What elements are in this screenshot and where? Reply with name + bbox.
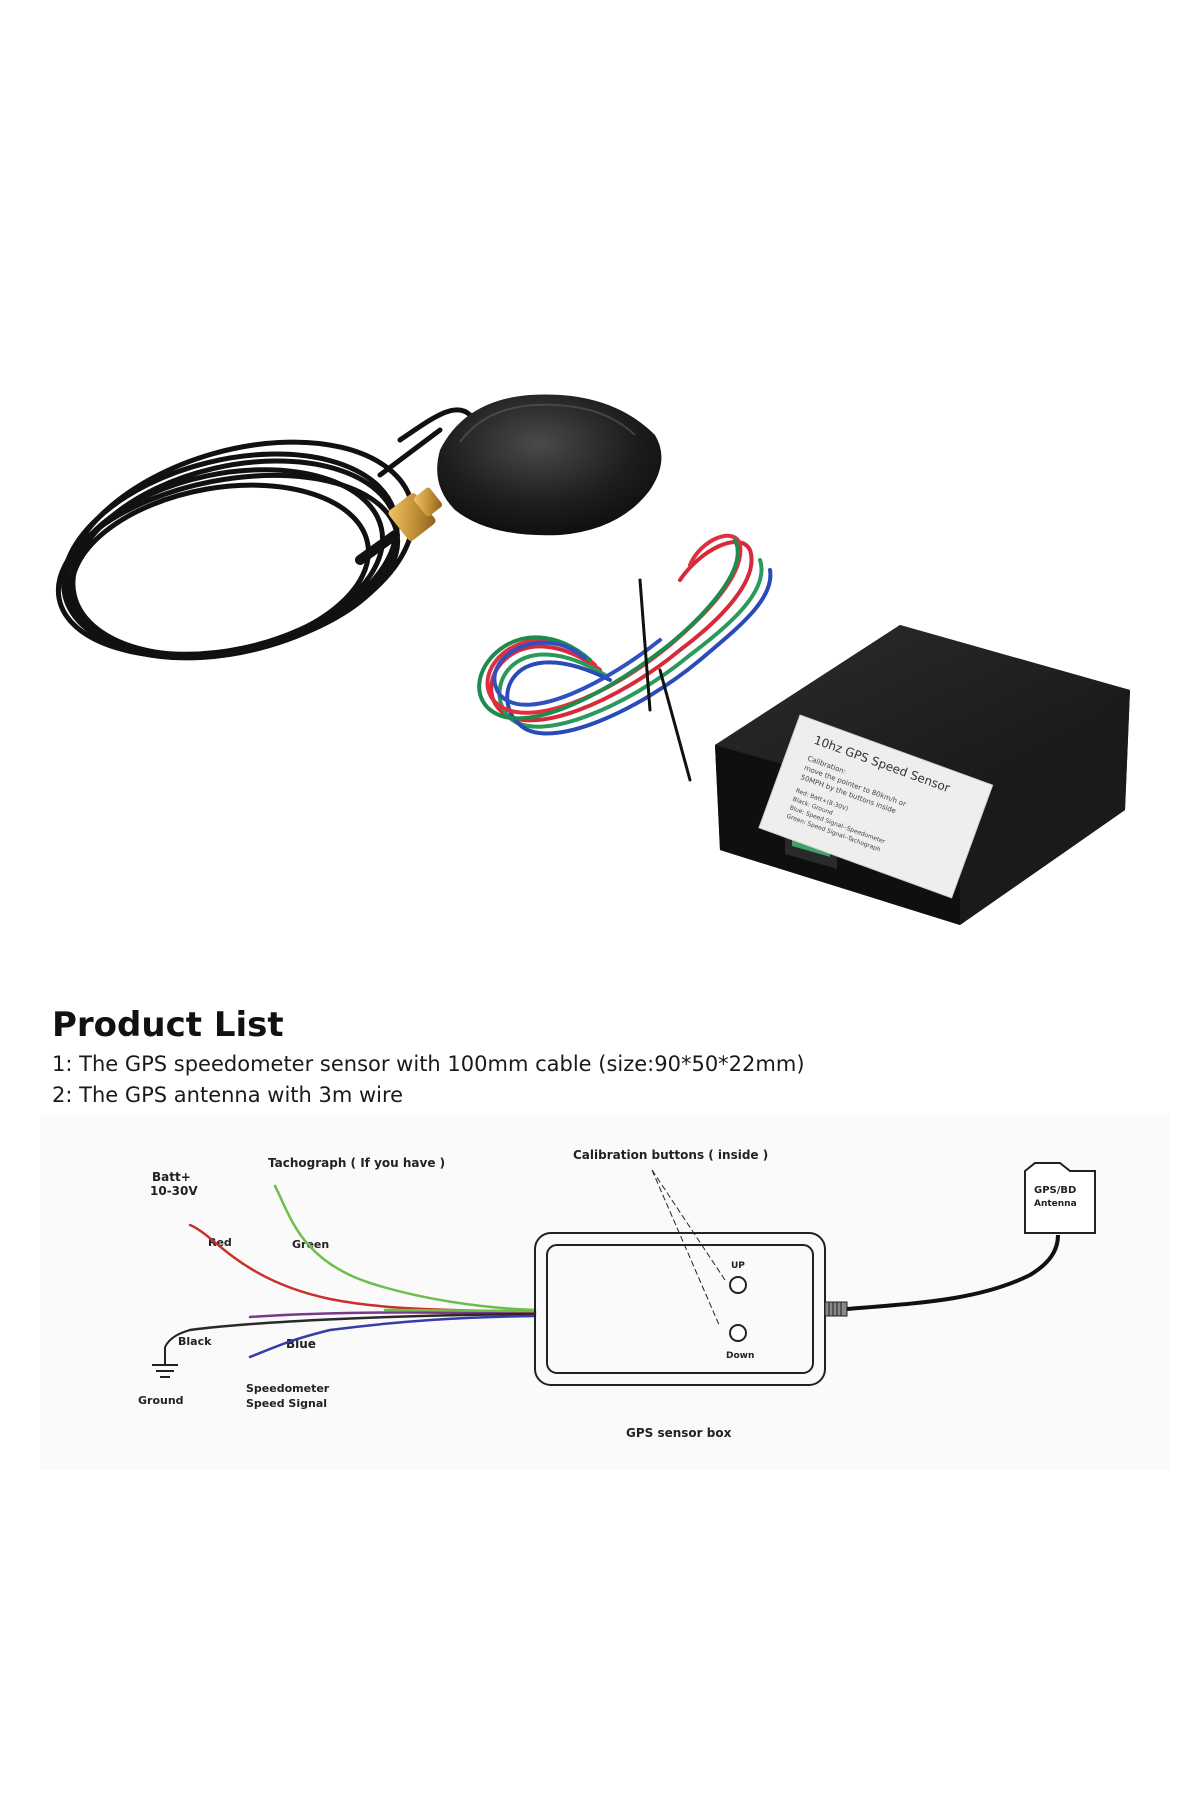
sensor-box-caption: GPS sensor box — [626, 1426, 732, 1440]
product-photo: 10hz GPS Speed Sensor Calibration: move … — [55, 394, 1130, 925]
product-list-item: 1: The GPS speedometer sensor with 100mm… — [52, 1052, 805, 1076]
red-wire-label: Red — [208, 1236, 232, 1249]
calibration-label: Calibration buttons ( inside ) — [573, 1148, 768, 1162]
green-wire — [273, 1184, 537, 1312]
antenna-sub-label: Antenna — [1034, 1199, 1077, 1209]
gps-antenna-puck — [437, 394, 662, 536]
antenna-connector — [824, 1234, 1060, 1317]
ground-symbol — [152, 1329, 191, 1378]
antenna-cable-coil — [55, 407, 473, 661]
black-wire — [188, 1312, 537, 1332]
speedometer-label: Speedometer — [246, 1382, 330, 1395]
gps-antenna-diagram: GPS/BD Antenna — [1024, 1162, 1096, 1234]
product-list: Product List 1: The GPS speedometer sens… — [52, 1005, 1152, 1111]
green-wire-stub — [383, 1308, 537, 1313]
product-list-heading: Product List — [52, 1005, 284, 1045]
up-label: UP — [731, 1261, 745, 1271]
sensor-wire-bundle — [477, 533, 773, 782]
down-button — [729, 1324, 747, 1342]
product-list-item: 2: The GPS antenna with 3m wire — [52, 1083, 404, 1107]
antenna-label: GPS/BD — [1034, 1185, 1076, 1196]
black-wire-label: Black — [178, 1335, 212, 1348]
wires — [188, 1184, 537, 1359]
sma-connector — [355, 487, 443, 565]
ground-label: Ground — [138, 1394, 184, 1407]
green-wire-label: Green — [292, 1238, 329, 1251]
tachograph-label: Tachograph ( If you have ) — [268, 1156, 445, 1170]
down-label: Down — [726, 1351, 754, 1361]
batt-label: Batt+ — [152, 1170, 191, 1184]
gps-sensor-box: 10hz GPS Speed Sensor Calibration: move … — [715, 625, 1130, 925]
batt-voltage-label: 10-30V — [150, 1184, 198, 1198]
sensor-label-sticker: 10hz GPS Speed Sensor Calibration: move … — [758, 714, 994, 899]
wiring-diagram: Batt+ 10-30V Tachograph ( If you have ) … — [40, 1115, 1170, 1470]
calibration-pointer-lines — [651, 1169, 726, 1328]
up-button — [729, 1276, 747, 1294]
speed-signal-label: Speed Signal — [246, 1397, 327, 1410]
diagram-background — [40, 1115, 1170, 1470]
blue-wire — [248, 1314, 537, 1359]
